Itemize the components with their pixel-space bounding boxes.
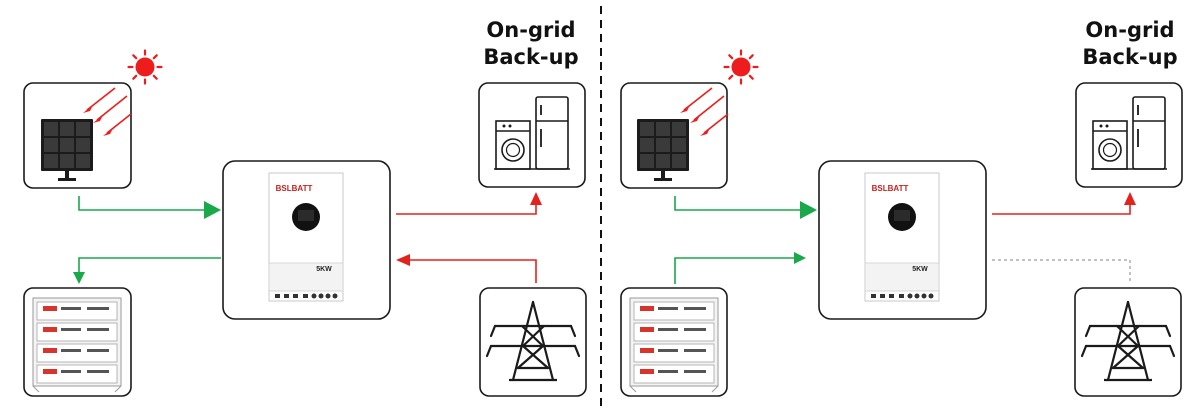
flow-inverter-to-load bbox=[992, 192, 1136, 215]
panel-left: On-grid Back-up BSLBATT 5KW bbox=[23, 18, 587, 397]
panel-title-line2: Back-up bbox=[1082, 45, 1177, 69]
battery-rack-icon bbox=[32, 297, 122, 393]
flow-inverter-to-battery bbox=[73, 257, 221, 284]
grid-box bbox=[1074, 287, 1182, 397]
backup-load-box bbox=[478, 82, 586, 188]
inverter-model-label: 5KW bbox=[912, 266, 928, 273]
flow-grid-standby bbox=[992, 259, 1131, 283]
flow-grid-to-inverter bbox=[396, 254, 537, 283]
panel-right: On-grid Back-up BSLBATT 5KW bbox=[620, 18, 1183, 397]
grid-box bbox=[479, 287, 587, 397]
sun-icon bbox=[127, 49, 163, 85]
flow-inverter-to-load bbox=[396, 192, 542, 215]
panel-title-line1: On-grid bbox=[486, 18, 575, 42]
backup-load-box bbox=[1075, 82, 1183, 188]
inverter-brand-label: BSLBATT bbox=[276, 184, 313, 193]
battery-rack-icon bbox=[629, 297, 719, 393]
inverter-brand-label: BSLBATT bbox=[872, 184, 909, 193]
flow-battery-to-inverter bbox=[674, 252, 806, 284]
panel-title-line2: Back-up bbox=[483, 45, 578, 69]
flow-pv-to-inverter bbox=[78, 196, 221, 219]
panel-title-line1: On-grid bbox=[1085, 18, 1174, 42]
sun-icon bbox=[723, 49, 759, 85]
inverter-model-label: 5KW bbox=[316, 266, 332, 273]
flow-pv-to-inverter bbox=[674, 196, 817, 219]
